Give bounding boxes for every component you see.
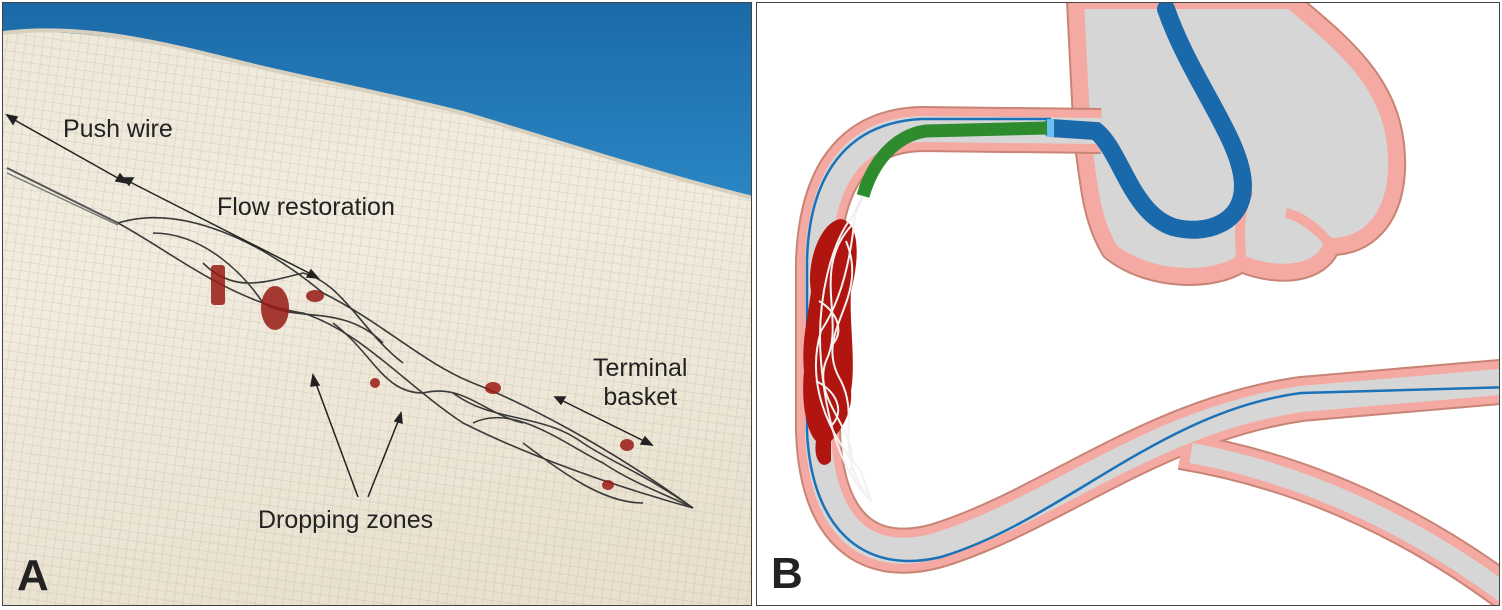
catheter-marker [1047,119,1054,137]
push-wire-2 [6,172,119,226]
blue-drape [3,3,751,198]
label-push-wire: Push wire [63,115,173,143]
panel-letter-a: A [17,551,49,600]
vessels [795,106,1499,605]
stent-retriever [814,212,872,502]
label-terminal-basket: Terminal basket [593,354,687,412]
label-flow-restoration: Flow restoration [217,193,395,221]
stent-retriever-photo [3,3,751,509]
intermediate-catheter [856,121,1048,198]
annotation-arrows [5,113,654,498]
label-terminal-basket-line1: Terminal [593,354,688,382]
gauze-fold [3,28,751,200]
panel-b-diagram: B [756,2,1500,606]
panel-letter-b: B [771,549,803,598]
clot-fragments [211,265,634,490]
push-wire [6,167,119,224]
label-terminal-basket-line2: basket [603,383,678,411]
microwire [805,117,1499,563]
panel-a-photo: Push wire Flow restoration Terminal bask… [2,2,752,606]
label-dropping-zones: Dropping zones [258,506,434,534]
catheter [1042,3,1253,239]
push-wire [853,195,865,214]
stent-mesh [117,216,694,509]
vessel-diagram [795,3,1499,605]
